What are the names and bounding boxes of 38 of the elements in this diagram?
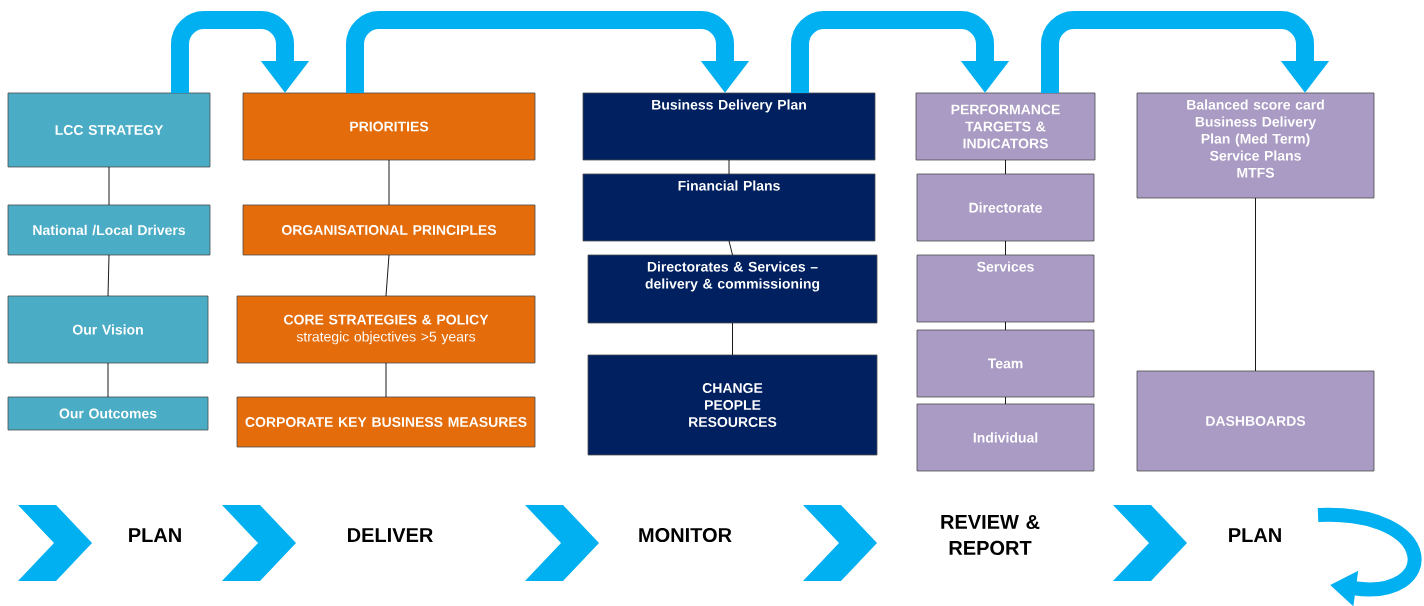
connector-line	[1005, 240, 1006, 256]
process-box: Our Vision	[7, 295, 209, 364]
stage-label: MONITOR	[639, 527, 732, 543]
process-box: Our Outcomes	[7, 396, 209, 431]
process-box: DASHBOARDS	[1136, 370, 1375, 472]
process-box: CHANGE PEOPLE RESOURCES	[587, 354, 878, 456]
connector-line	[732, 322, 733, 356]
connector-line	[728, 159, 730, 175]
connector-line	[107, 362, 109, 398]
process-box: Balanced score card Business Delivery Plan (Med Term) Service Plans MTFS	[1136, 92, 1375, 199]
process-box: Directorates & Services – delivery & commissioning	[587, 254, 878, 324]
process-box: CORE STRATEGIES & POLICY strategic objectives >5 years	[236, 295, 536, 364]
process-box: Directorate	[916, 173, 1095, 242]
process-box: Financial Plans	[582, 173, 876, 242]
stage-label: PLAN	[129, 528, 181, 542]
connector-line	[385, 362, 387, 398]
process-box: Services	[916, 254, 1095, 323]
connector-line	[1005, 321, 1006, 331]
stage-label: PLAN	[1229, 528, 1281, 542]
process-box: National /Local Drivers	[7, 204, 211, 256]
process-box: ORGANISATIONAL PRINCIPLES	[242, 204, 536, 256]
connector-line	[107, 254, 110, 297]
stage-label: DELIVER	[348, 528, 433, 542]
stage-label: REVIEW & REPORT	[941, 515, 1040, 555]
connector-line	[1005, 396, 1006, 405]
connector-line	[388, 159, 390, 206]
connector-line	[385, 254, 390, 297]
process-box: Team	[916, 329, 1095, 398]
process-box: Individual	[916, 403, 1095, 472]
process-box: Business Delivery Plan	[582, 92, 876, 161]
process-box: PRIORITIES	[242, 92, 536, 161]
connector-line	[108, 166, 110, 206]
process-box: PERFORMANCE TARGETS & INDICATORS	[915, 92, 1096, 161]
process-box: LCC STRATEGY	[7, 92, 211, 168]
connector-line	[728, 240, 733, 256]
process-box: CORPORATE KEY BUSINESS MEASURES	[236, 396, 536, 448]
connector-line	[1255, 197, 1256, 372]
connector-line	[1005, 159, 1006, 175]
